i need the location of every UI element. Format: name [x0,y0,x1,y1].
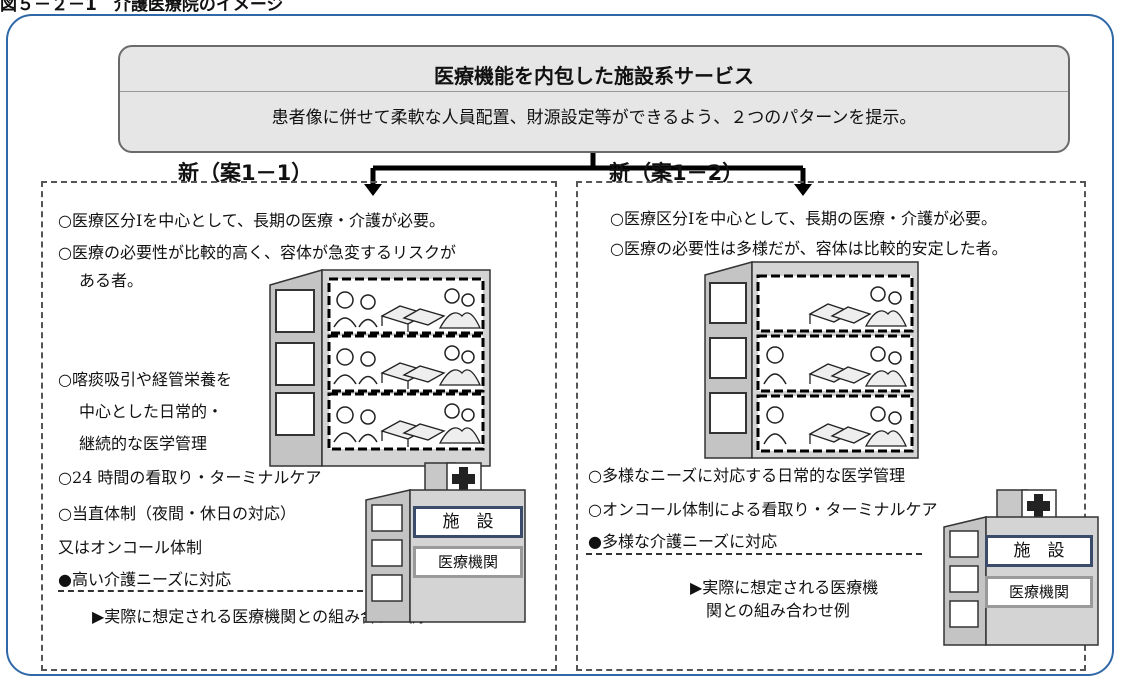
medical-cross-icon [452,467,475,491]
clinic-label: 医療機関 [1008,583,1069,601]
left-example-text: ▶実際に想定される医療機関との組み合わせ例 [92,607,425,626]
right-care-line: ●多様な介護ニーズに対応 [588,532,778,551]
medical-cross-icon [1027,494,1050,518]
left-care-line: 継続的な医学管理 [79,434,208,453]
left-care-line: 又はオンコール体制 [58,538,203,557]
header-subtitle: 患者像に併せて柔軟な人員配置、財源設定等ができるよう、２つのパターンを提示。 [271,108,917,128]
clinic-label-box: 医療機関 [413,546,523,578]
left-divider [58,590,373,592]
bed-icon [402,365,446,383]
left-care-line: 中心とした日常的・ [79,402,224,421]
left-care-line: ●高い介護ニーズに対応 [58,570,232,589]
right-care-line: ○オンコール体制による看取り・ターミナルケア [588,500,938,519]
bed-icon [830,426,872,444]
left-care-line: ○当直体制（夜間・休日の対応） [58,504,296,523]
facility-label-box: 施 設 [413,506,523,538]
header-divider [120,91,1068,92]
bed-icon [830,306,872,324]
left-panel [41,181,557,671]
nurse-icon [358,351,378,385]
doctor-icon [763,346,787,385]
clinic-label-box: 医療機関 [985,576,1093,608]
page-title: 図５－２－1 介護医療院のイメージ [0,0,284,15]
caregiver-patient-icon [438,288,482,329]
caregiver-patient-icon [864,286,908,327]
caregiver-patient-icon [864,346,908,387]
header-box [118,45,1070,153]
left-patient-line: ○医療区分Ⅰを中心として、長期の医療・介護が必要。 [58,211,446,230]
right-care-line: ○多様なニーズに対応する日常的な医学管理 [588,466,906,485]
doctor-icon [333,406,357,443]
nurse-icon [358,294,378,328]
facility-label: 施 設 [1013,541,1065,561]
left-care-line: ○24 時間の看取り・ターミナルケア [58,468,322,487]
right-panel [576,181,1086,671]
left-patient-line: ある者。 [79,271,144,290]
caregiver-patient-icon [438,345,482,386]
right-example-text: 関との組み合わせ例 [706,601,850,620]
caregiver-patient-icon [864,406,908,447]
nurse-icon [358,409,378,443]
bed-icon [402,308,446,326]
left-patient-line: ○医療の必要性が比較的高く、容体が急変するリスクが [58,243,456,262]
bed-icon [830,366,872,384]
doctor-icon [333,291,357,328]
outer-frame [6,14,1114,676]
right-example-text: ▶実際に想定される医療機 [690,578,879,597]
clinic-label: 医療機関 [437,553,498,571]
right-patient-line: ○医療の必要性は多様だが、容体は比較的安定した者。 [610,239,1008,258]
header-title: 医療機能を内包した施設系サービス [434,64,754,88]
doctor-icon [333,348,357,385]
facility-label-box: 施 設 [985,535,1093,567]
right-divider [586,553,922,555]
bed-icon [402,423,446,441]
doctor-icon [763,406,787,445]
left-care-line: ○喀痰吸引や経管栄養を [58,370,232,389]
right-patient-line: ○医療区分Ⅰを中心として、長期の医療・介護が必要。 [610,209,998,228]
facility-label: 施 設 [442,512,494,532]
caregiver-patient-icon [438,403,482,444]
